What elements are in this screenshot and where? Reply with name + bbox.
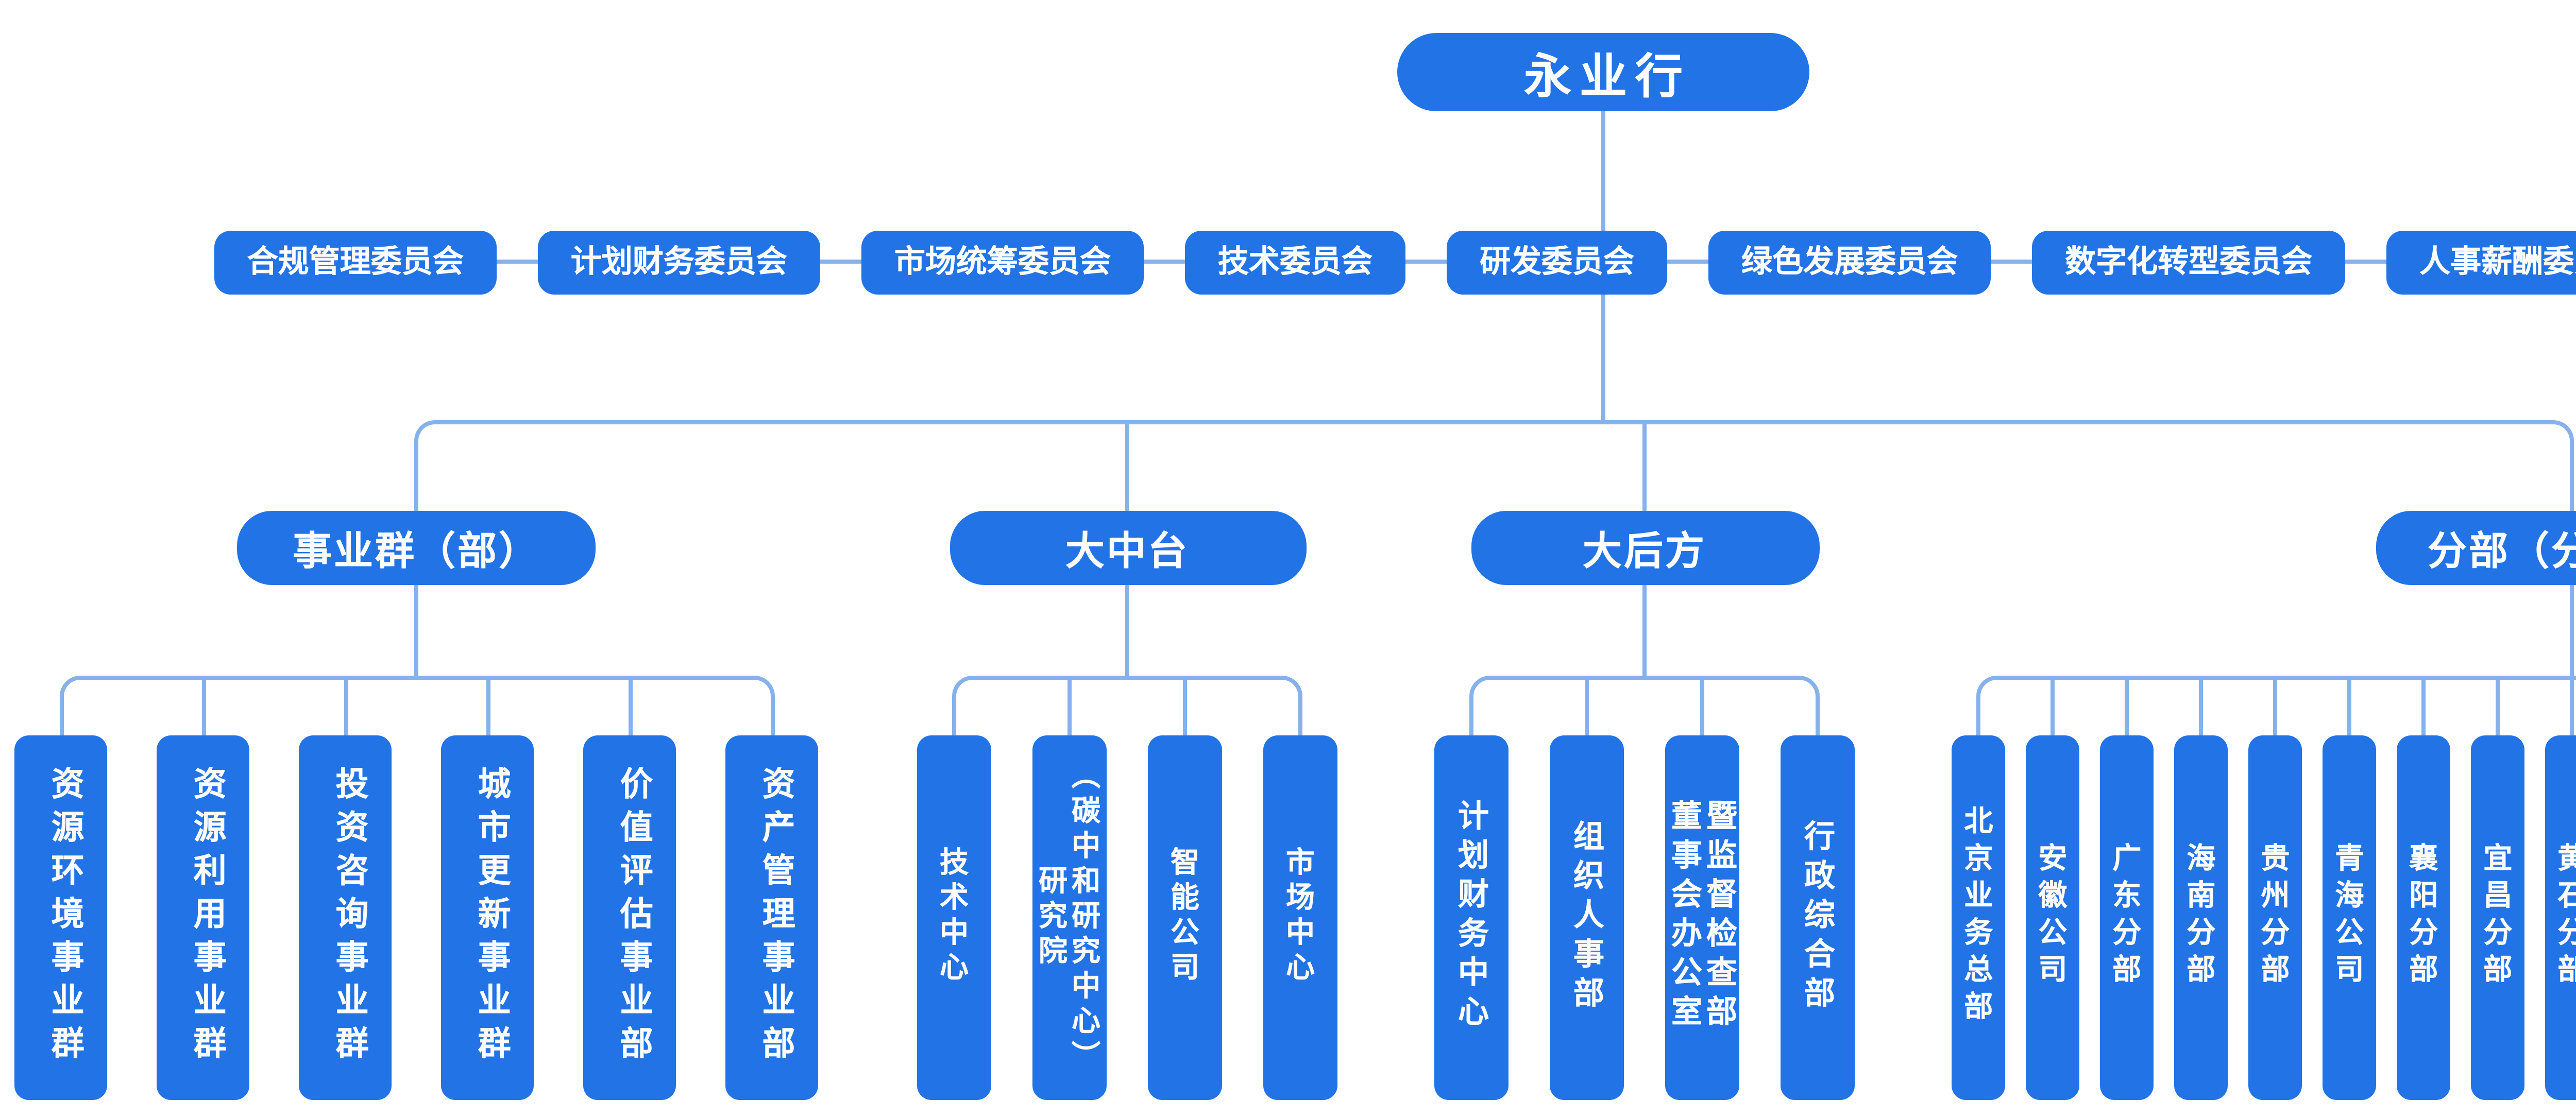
children-connector-bar: [59, 676, 774, 735]
committee-node: 市场统筹委员会: [861, 231, 1144, 295]
child-node: 海南分部: [2174, 735, 2228, 1099]
child-node: 智能公司: [1148, 735, 1222, 1099]
child-node-label: 襄阳分部: [2407, 843, 2441, 991]
branch-drop-line: [1125, 424, 1129, 511]
children-connector-bar: [1976, 676, 2576, 735]
committee-row: 合规管理委员会计划财务委员会市场统筹委员会技术委员会研发委员会绿色发展委员会数字…: [0, 231, 2576, 295]
child-node: 价值评估事业部: [583, 735, 676, 1099]
child-node: 襄阳分部: [2397, 735, 2450, 1099]
child-node: 董事会办公室 暨监督检查部: [1665, 735, 1739, 1099]
branch-drop-line: [1642, 424, 1647, 511]
child-node-label: 智能公司: [1168, 847, 1201, 987]
child-drop-line: [2125, 680, 2129, 735]
child-node: 北京业务总部: [1952, 735, 2005, 1099]
child-node: 贵州分部: [2248, 735, 2302, 1099]
child-node-label: 贵州分部: [2259, 843, 2292, 991]
committee-node: 研发委员会: [1446, 231, 1667, 295]
child-drop-line: [343, 680, 347, 735]
child-node-label: 资产管理事业部: [756, 766, 791, 1069]
children-connector-bar: [952, 676, 1302, 735]
child-drop-line: [1183, 680, 1187, 735]
child-node-label: 广东分部: [2110, 843, 2144, 991]
child-node: 组织人事部: [1550, 735, 1624, 1099]
child-node-label: 青海公司: [2333, 843, 2366, 991]
child-drop-line: [2050, 680, 2055, 735]
pill-drop-line: [1642, 585, 1647, 680]
child-node: 安徽公司: [2026, 735, 2079, 1099]
children-connector-bar: [1469, 676, 1820, 735]
committee-node: 计划财务委员会: [537, 231, 820, 295]
child-drop-line: [628, 680, 632, 735]
child-node-label: 资源利用事业群: [187, 766, 223, 1069]
child-node-label: 投资咨询事业群: [329, 766, 365, 1069]
branch-connector-bar: [414, 420, 2574, 511]
committee-node: 绿色发展委员会: [1708, 231, 1991, 295]
branch-pill: 分部（分公司）: [2375, 511, 2576, 585]
child-node: 投资咨询事业群: [299, 735, 392, 1099]
child-node-label: 组织人事部: [1569, 819, 1604, 1015]
child-node-label: 安徽公司: [2036, 843, 2070, 991]
child-node: 城市更新事业群: [441, 735, 534, 1099]
child-node-label: 市场中心: [1284, 847, 1317, 987]
child-node: 青海公司: [2323, 735, 2376, 1099]
child-node: 资源利用事业群: [157, 735, 249, 1099]
child-node: 技术中心: [917, 735, 991, 1099]
child-node: 资产管理事业部: [725, 735, 818, 1099]
child-drop-line: [2347, 680, 2351, 735]
child-node: 黄石分部: [2545, 735, 2576, 1099]
branch-pill: 事业群（部）: [237, 511, 596, 585]
child-node-label: 海南分部: [2184, 843, 2218, 991]
child-node: 广东分部: [2100, 735, 2154, 1099]
child-node-label: 行政综合部: [1800, 819, 1835, 1015]
pill-drop-line: [414, 585, 418, 680]
child-node-label: 资源环境事业群: [45, 766, 80, 1069]
child-node: 市场中心: [1263, 735, 1337, 1099]
child-node-label: 价值评估事业部: [614, 766, 649, 1069]
root-node: 永业行: [1397, 32, 1809, 111]
child-drop-line: [1700, 680, 1704, 735]
branch-pill: 大后方: [1470, 511, 1819, 585]
child-node-label: 技术中心: [938, 847, 971, 987]
child-node-label: 研究院 （碳中和研究中心）: [1037, 760, 1103, 1075]
child-node-label: 黄石分部: [2555, 843, 2576, 991]
branch-pill: 大中台: [949, 511, 1306, 585]
committee-node: 数字化转型委员会: [2032, 231, 2346, 295]
child-node-label: 董事会办公室 暨监督检查部: [1667, 800, 1737, 1035]
child-node: 研究院 （碳中和研究中心）: [1032, 735, 1107, 1099]
child-drop-line: [2273, 680, 2277, 735]
child-node-label: 城市更新事业群: [471, 766, 507, 1069]
child-node: 行政综合部: [1781, 735, 1855, 1099]
child-drop-line: [2199, 680, 2203, 735]
child-node-label: 北京业务总部: [1962, 806, 1995, 1028]
child-drop-line: [1585, 680, 1589, 735]
child-drop-line: [2570, 680, 2574, 735]
child-node: 计划财务中心: [1434, 735, 1509, 1099]
child-drop-line: [1067, 680, 1072, 735]
child-drop-line: [2421, 680, 2426, 735]
child-node-label: 宜昌分部: [2481, 843, 2515, 991]
pill-drop-line: [2570, 585, 2574, 680]
committee-node: 合规管理委员会: [214, 231, 497, 295]
committee-node: 技术委员会: [1184, 231, 1405, 295]
pill-drop-line: [1125, 585, 1129, 680]
child-drop-line: [201, 680, 205, 735]
committee-node: 人事薪酬委员会: [2386, 231, 2576, 295]
child-node-label: 计划财务中心: [1454, 800, 1489, 1035]
child-drop-line: [2496, 680, 2500, 735]
child-drop-line: [485, 680, 489, 735]
child-node: 资源环境事业群: [14, 735, 107, 1099]
child-node: 宜昌分部: [2471, 735, 2524, 1099]
